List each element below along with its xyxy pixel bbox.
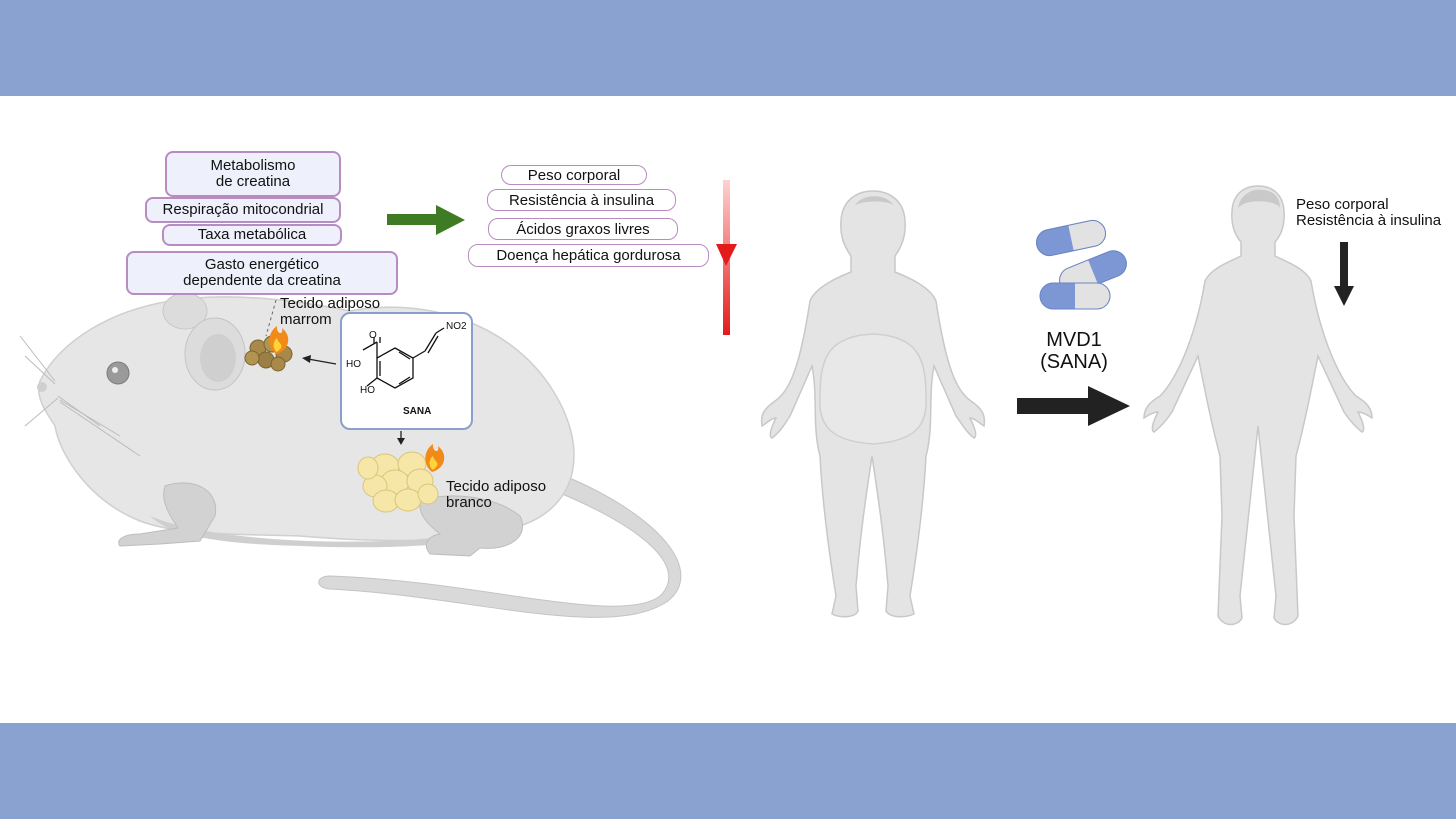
effect-box-energy-expenditure: Gasto energético dependente da creatina <box>126 251 398 295</box>
molecule-group-no2: NO2 <box>446 321 467 332</box>
black-arrow <box>1017 386 1130 426</box>
obese-human-figure <box>760 190 986 618</box>
sana-molecule <box>362 327 445 389</box>
outcome-label: Ácidos graxos livres <box>516 220 650 238</box>
arrow-to-brown-fat <box>302 355 337 365</box>
effect-line: Respiração mitocondrial <box>162 201 324 218</box>
label-line: Tecido adiposo <box>446 478 547 495</box>
effect-box-creatine-metabolism: Metabolismo de creatina <box>165 151 341 197</box>
effect-box-metabolic-rate: Taxa metabólica <box>162 224 342 246</box>
diagram-stage: Metabolismo de creatina Respiração mitoc… <box>0 96 1456 723</box>
brown-fat-leader <box>265 299 277 337</box>
red-down-arrow <box>716 180 737 335</box>
white-fat-label: Tecido adiposo branco <box>446 479 546 511</box>
molecule-group-ho-top: HO <box>346 359 361 370</box>
outcome-body-weight: Peso corporal <box>501 165 647 185</box>
black-down-arrow <box>1334 242 1354 306</box>
outcome-fatty-liver-disease: Doença hepática gordurosa <box>468 244 709 267</box>
green-arrow <box>387 205 465 235</box>
effect-line: Gasto energético <box>204 256 320 273</box>
bottom-banner <box>0 723 1456 819</box>
obese-human-hair <box>855 196 894 206</box>
capsule-icons <box>1035 219 1127 310</box>
outcome-label: Peso corporal <box>527 166 621 184</box>
human-result-labels: Peso corporal Resistência à insulina <box>1296 197 1441 229</box>
outcome-label: Doença hepática gordurosa <box>496 247 681 264</box>
outcome-label: Resistência à insulina <box>508 191 655 209</box>
result-line: Resistência à insulina <box>1296 212 1442 229</box>
diagram-artwork <box>19 180 1373 626</box>
label-line: Tecido adiposo <box>280 295 381 312</box>
label-line: branco <box>446 494 492 511</box>
molecule-group-ho-bottom: HO <box>360 385 375 396</box>
effect-line: Taxa metabólica <box>197 226 307 243</box>
drug-label: MVD1 (SANA) <box>1030 329 1118 373</box>
compound-name: SANA <box>403 406 432 417</box>
flame-icon <box>269 326 289 354</box>
arrow-to-white-fat <box>397 431 405 445</box>
label-line: marrom <box>280 311 332 328</box>
effect-box-mitochondrial-respiration: Respiração mitocondrial <box>145 197 341 223</box>
white-fat-tissue <box>357 451 439 513</box>
flame-icon <box>425 444 445 472</box>
top-banner <box>0 0 1456 96</box>
effect-line: dependente da creatina <box>183 272 341 289</box>
molecule-group-o: O <box>369 330 377 341</box>
lean-human-figure <box>1143 185 1373 626</box>
brown-fat-label: Tecido adiposo marrom <box>280 296 380 328</box>
effect-line: Metabolismo <box>210 157 296 174</box>
outcome-insulin-resistance: Resistência à insulina <box>487 189 676 211</box>
drug-name: MVD1 <box>1046 329 1102 351</box>
effect-line: de creatina <box>215 173 291 190</box>
lean-human-hair <box>1238 189 1280 208</box>
outcome-free-fatty-acids: Ácidos graxos livres <box>488 218 678 240</box>
drug-compound: (SANA) <box>1040 351 1108 373</box>
result-line: Peso corporal <box>1296 196 1389 213</box>
